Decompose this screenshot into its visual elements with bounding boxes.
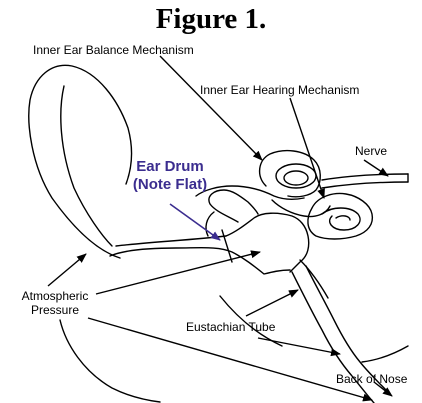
semicircular-canals-outer: [260, 151, 321, 197]
arrow-atmospheric-to-pinna: [48, 254, 86, 286]
arrow-hearing: [290, 98, 324, 198]
label-atmospheric-line2: Pressure: [12, 303, 98, 317]
semicircular-canal-inner: [284, 171, 308, 185]
label-inner-ear-balance: Inner Ear Balance Mechanism: [33, 43, 194, 57]
ear-canal-top: [116, 236, 226, 246]
label-back-of-nose: Back of Nose: [336, 372, 407, 386]
label-nerve: Nerve: [355, 144, 387, 158]
ear-drum-membrane: [222, 230, 232, 262]
cochlea-spiral-2: [336, 216, 350, 220]
label-ear-drum: Ear Drum (Note Flat): [124, 158, 216, 194]
temporal-bone-line: [300, 260, 328, 298]
label-inner-ear-hearing: Inner Ear Hearing Mechanism: [200, 83, 359, 97]
arrow-balance: [160, 56, 262, 160]
label-eustachian-tube: Eustachian Tube: [186, 320, 275, 334]
ossicles-bone: [209, 190, 258, 222]
cochlea-spiral-1: [322, 208, 360, 230]
arrow-nerve: [364, 160, 388, 176]
arrow-eustachian: [246, 290, 298, 316]
label-ear-drum-line1: Ear Drum: [124, 158, 216, 176]
label-atmospheric-pressure: Atmospheric Pressure: [12, 289, 98, 317]
pinna-outline: [29, 65, 132, 258]
arrow-ear-drum: [170, 204, 220, 240]
nerve-bottom: [322, 182, 408, 188]
ear-canal-bottom: [110, 248, 290, 274]
label-atmospheric-line1: Atmospheric: [12, 289, 98, 303]
nerve-top: [322, 174, 408, 180]
label-ear-drum-line2: (Note Flat): [124, 176, 216, 194]
pinna-lobe: [60, 320, 160, 402]
back-of-nose-curve: [362, 346, 408, 362]
pinna-inner-fold: [61, 86, 112, 246]
